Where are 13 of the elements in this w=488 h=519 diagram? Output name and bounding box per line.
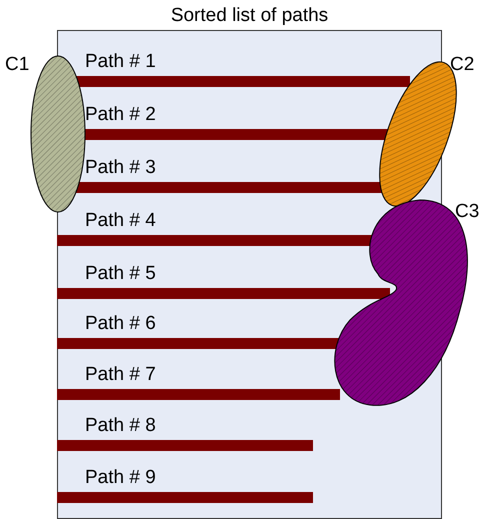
path-label: Path # 5 (85, 264, 156, 284)
cluster-label: C2 (450, 55, 474, 75)
diagram-title: Sorted list of paths (170, 6, 328, 26)
cluster-label: C1 (5, 55, 30, 75)
path-label: Path # 3 (85, 158, 156, 178)
path-label: Path # 7 (85, 365, 156, 385)
path-label: Path # 1 (85, 52, 156, 72)
path-label: Path # 2 (85, 105, 156, 125)
path-label: Path # 9 (85, 468, 156, 488)
path-label: Path # 6 (85, 314, 156, 334)
cluster-label: C3 (455, 202, 480, 222)
path-label: Path # 4 (85, 211, 156, 231)
path-label: Path # 8 (85, 416, 156, 436)
